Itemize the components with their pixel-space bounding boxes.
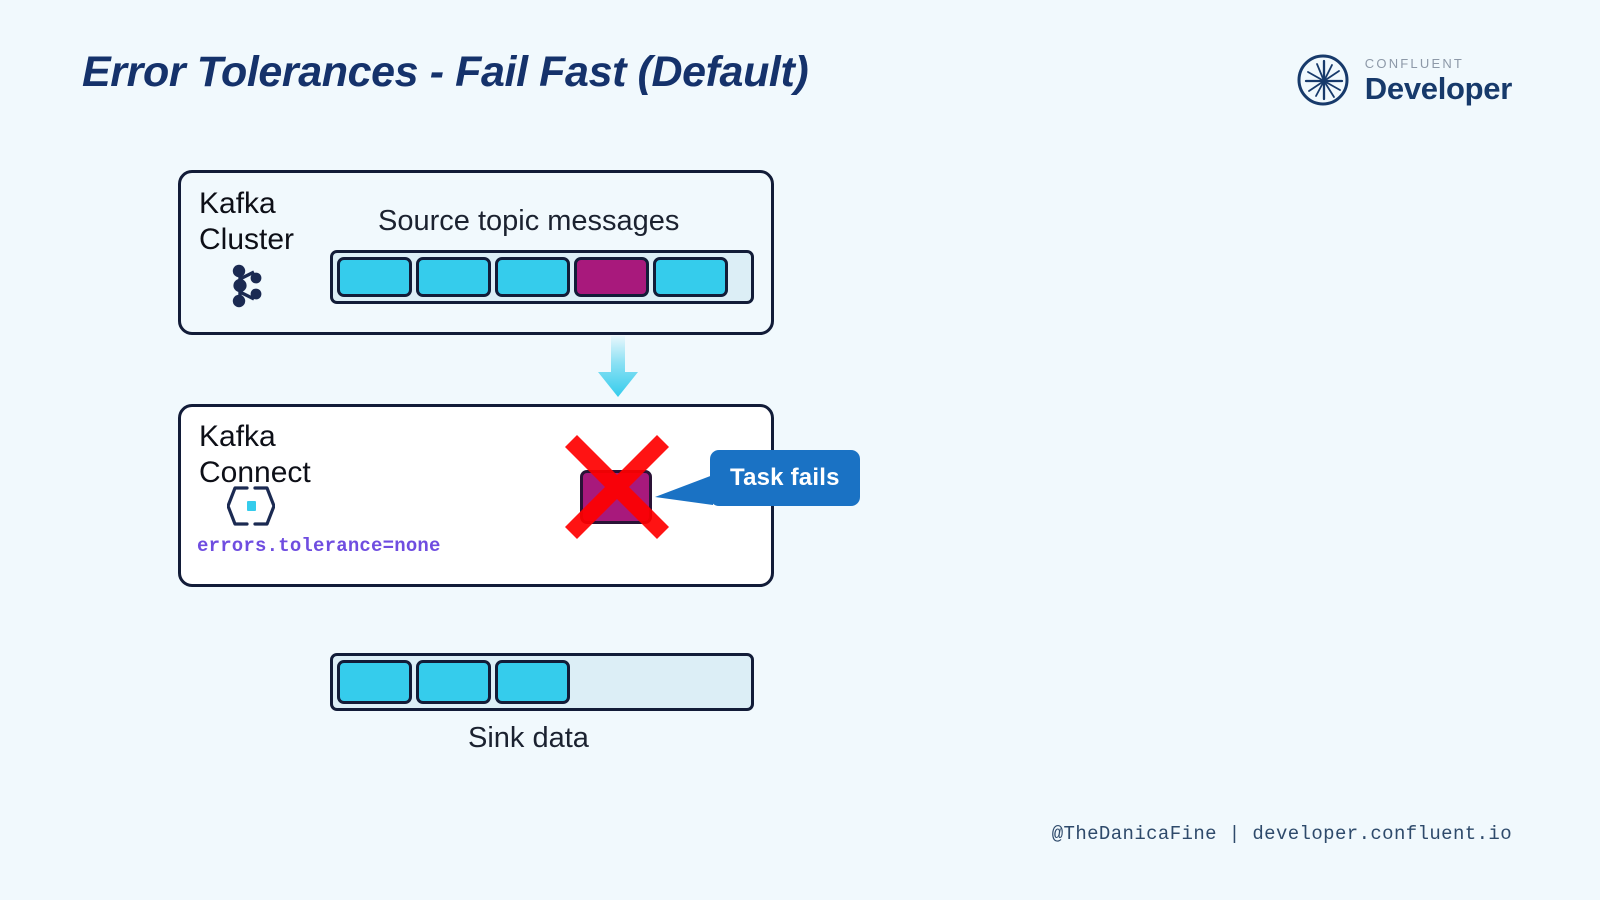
- source-message-cell-4-bad: [574, 257, 649, 297]
- source-topic-caption: Source topic messages: [378, 205, 680, 237]
- source-message-cell-1: [337, 257, 412, 297]
- sink-data-caption: Sink data: [468, 722, 589, 754]
- kafka-connect-label: Kafka Connect: [199, 420, 311, 489]
- down-arrow-icon: [596, 336, 640, 398]
- kafka-logo-icon: [227, 263, 265, 309]
- logo-wordmark: CONFLUENT Developer: [1364, 55, 1513, 106]
- confluent-starburst-icon: [1295, 52, 1351, 108]
- kafka-connect-icon: [226, 485, 276, 527]
- page-title: Error Tolerances - Fail Fast (Default): [82, 48, 809, 96]
- sink-data-bar: [330, 653, 754, 711]
- confluent-developer-logo: CONFLUENT Developer: [1295, 52, 1512, 108]
- failed-record-cell: [580, 470, 652, 524]
- kafka-cluster-label: Kafka Cluster: [199, 187, 295, 256]
- sink-data-cell-3: [495, 660, 570, 704]
- source-message-cell-2: [416, 257, 491, 297]
- logo-kicker: CONFLUENT: [1364, 55, 1465, 71]
- sink-data-cell-2: [416, 660, 491, 704]
- footer-credit: @TheDanicaFine | developer.confluent.io: [1051, 823, 1512, 845]
- sink-data-cell-1: [337, 660, 412, 704]
- source-message-cell-5: [653, 257, 728, 297]
- errors-tolerance-config: errors.tolerance=none: [197, 535, 441, 557]
- logo-word: Developer: [1364, 70, 1513, 106]
- source-message-cell-3: [495, 257, 570, 297]
- callout-tail: [655, 473, 713, 507]
- source-topic-message-bar: [330, 250, 754, 304]
- task-fails-callout: Task fails: [710, 450, 860, 506]
